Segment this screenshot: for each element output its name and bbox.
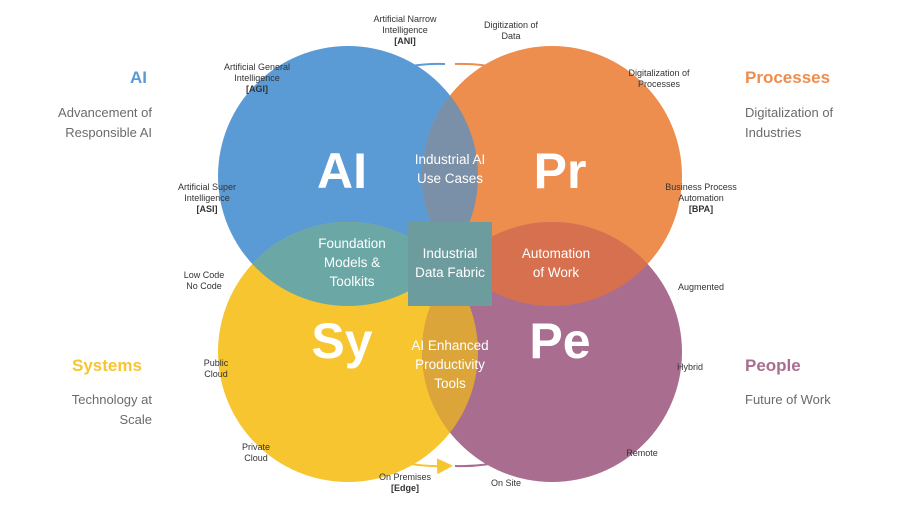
processes-title: Processes [745,68,831,87]
overlap-label-processes-people: Automation of Work [521,246,591,280]
systems-subtitle: Technology at Scale [71,392,152,427]
ring-label-agi: Artificial General Intelligence [AGI] [223,62,291,94]
ai-abbr: AI [317,143,367,199]
ring-label-privatecloud: Private Cloud [241,442,270,463]
overlap-label-systems-people: AI Enhanced Productivity Tools [411,338,489,391]
ai-subtitle: Advancement of Responsible AI [58,105,152,140]
systems-abbr: Sy [311,313,373,369]
ring-label-onsite: On Site [490,478,521,488]
ring-label-digitalization: Digitalization of Processes [628,68,690,89]
ring-label-hybrid: Hybrid [676,362,703,372]
overlap-label-ai-systems: Foundation Models & Toolkits [318,236,386,289]
ring-label-augmented: Augmented [677,282,725,292]
ring-label-asi: Artificial Super Intelligence [ASI] [177,182,237,214]
people-title: People [745,356,801,375]
ring-label-publiccloud: Public Cloud [203,358,229,379]
ring-label-ani: Artificial Narrow Intelligence [ANI] [373,14,437,46]
overlap-label-ai-processes: Industrial AI Use Cases [414,152,486,186]
ai-title: AI [130,68,147,87]
processes-subtitle: Digitalization of Industries [745,105,834,140]
ring-label-bpa: Business Process Automation [BPA] [665,182,737,214]
ring-label-lowcode: Low Code No Code [183,270,225,291]
systems-title: Systems [72,356,142,375]
ring-label-digitization: Digitization of Data [483,20,539,41]
people-subtitle: Future of Work [745,392,831,407]
ring-label-onpremises: On Premises [Edge] [378,472,431,493]
overlap-label-center: Industrial Data Fabric [415,246,485,280]
ring-label-remote: Remote [626,448,658,458]
center-overlap [408,222,492,306]
people-abbr: Pe [529,313,591,369]
processes-abbr: Pr [533,143,587,199]
